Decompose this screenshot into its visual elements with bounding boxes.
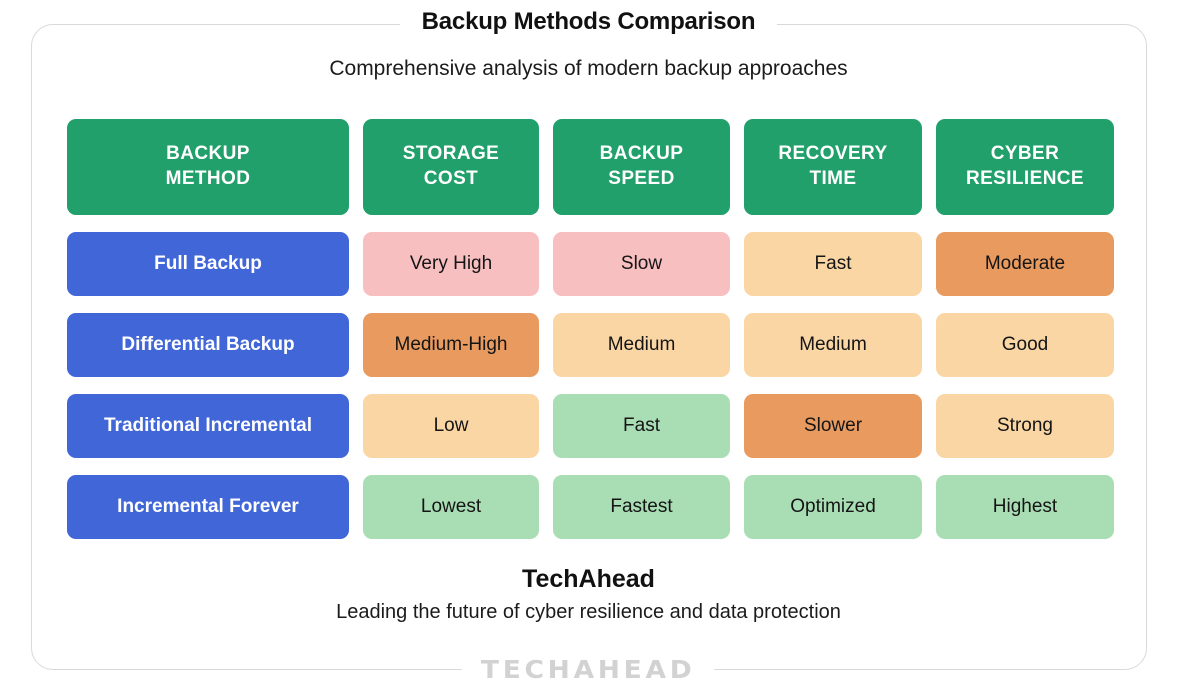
table-value-cell: Moderate bbox=[936, 232, 1114, 296]
method-label-cell: Full Backup bbox=[67, 232, 349, 296]
table-value-cell: Optimized bbox=[744, 475, 922, 539]
method-label-cell: Differential Backup bbox=[67, 313, 349, 377]
method-label-cell: Traditional Incremental bbox=[67, 394, 349, 458]
table-header-cell: BACKUP METHOD bbox=[67, 119, 349, 215]
table-value-cell: Good bbox=[936, 313, 1114, 377]
table-header-cell: STORAGE COST bbox=[363, 119, 539, 215]
table-value-cell: Medium bbox=[553, 313, 730, 377]
table-header-cell: RECOVERY TIME bbox=[744, 119, 922, 215]
table-value-cell: Strong bbox=[936, 394, 1114, 458]
table-value-cell: Slower bbox=[744, 394, 922, 458]
table-value-cell: Lowest bbox=[363, 475, 539, 539]
table-value-cell: Fast bbox=[744, 232, 922, 296]
method-label-cell: Incremental Forever bbox=[67, 475, 349, 539]
table-value-cell: Highest bbox=[936, 475, 1114, 539]
brand-tagline: Leading the future of cyber resilience a… bbox=[336, 601, 841, 623]
table-value-cell: Low bbox=[363, 394, 539, 458]
table-value-cell: Fast bbox=[553, 394, 730, 458]
table-value-cell: Medium bbox=[744, 313, 922, 377]
brand-name: TechAhead bbox=[522, 565, 655, 593]
table-header-cell: BACKUP SPEED bbox=[553, 119, 730, 215]
table-value-cell: Fastest bbox=[553, 475, 730, 539]
table-value-cell: Very High bbox=[363, 232, 539, 296]
table-value-cell: Slow bbox=[553, 232, 730, 296]
table-value-cell: Medium-High bbox=[363, 313, 539, 377]
table-header-cell: CYBER RESILIENCE bbox=[936, 119, 1114, 215]
page-subtitle: Comprehensive analysis of modern backup … bbox=[329, 57, 848, 80]
